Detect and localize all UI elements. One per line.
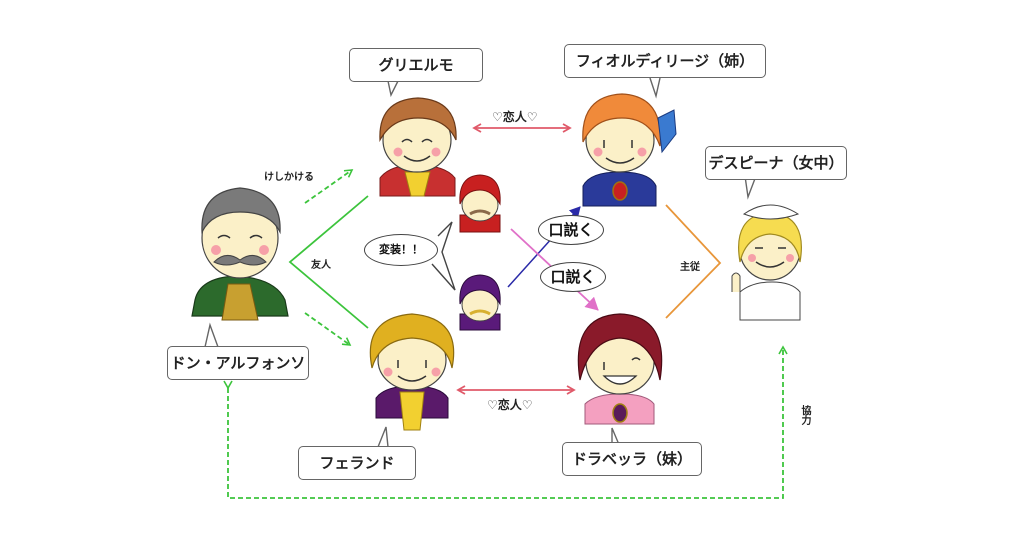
tail-despina	[744, 175, 757, 200]
guglielmo-portrait	[379, 97, 457, 197]
label-seduce-1: 口説く	[538, 215, 604, 245]
disguised-ferrando-portrait	[459, 274, 501, 331]
tail-fiordiligi	[649, 77, 661, 99]
label-friend: 友人	[311, 260, 331, 271]
ferrando-portrait	[369, 313, 455, 431]
instigate-arrow-bottom	[304, 312, 352, 346]
fiordiligi-portrait	[582, 93, 677, 207]
label-master-servant: 主従	[680, 262, 700, 273]
friend-bracket	[288, 195, 369, 329]
label-seduce-2: 口説く	[540, 262, 606, 292]
name-tag-guglielmo: グリエルモ	[349, 48, 483, 82]
name-tag-ferrando: フェランド	[298, 446, 416, 480]
tail-alfonso	[204, 322, 219, 348]
alfonso-portrait	[191, 187, 289, 321]
speech-bubble-disguise: 変装！！	[364, 234, 438, 266]
name-tag-dorabella: ドラベッラ（妹）	[562, 442, 702, 476]
despina-portrait	[731, 204, 802, 321]
label-lovers-bottom: ♡恋人♡	[487, 398, 533, 412]
tail-ferrando	[377, 426, 389, 448]
name-tag-fiordiligi: フィオルディリージ（姉）	[564, 44, 766, 78]
label-instigate: けしかける	[264, 172, 314, 183]
label-lovers-top: ♡恋人♡	[492, 110, 538, 124]
tail-guglielmo	[387, 80, 399, 98]
cooperate-arrow	[223, 345, 788, 499]
label-cooperate: 協力	[799, 405, 810, 425]
name-tag-despina: デスピーナ（女中）	[705, 146, 847, 180]
tail-disguise	[431, 221, 456, 291]
name-tag-alfonso: ドン・アルフォンソ	[167, 346, 309, 380]
disguised-guglielmo-portrait	[459, 174, 501, 233]
instigate-arrow-top	[304, 169, 354, 204]
master-servant-bracket	[665, 204, 722, 319]
dorabella-portrait	[577, 313, 663, 425]
